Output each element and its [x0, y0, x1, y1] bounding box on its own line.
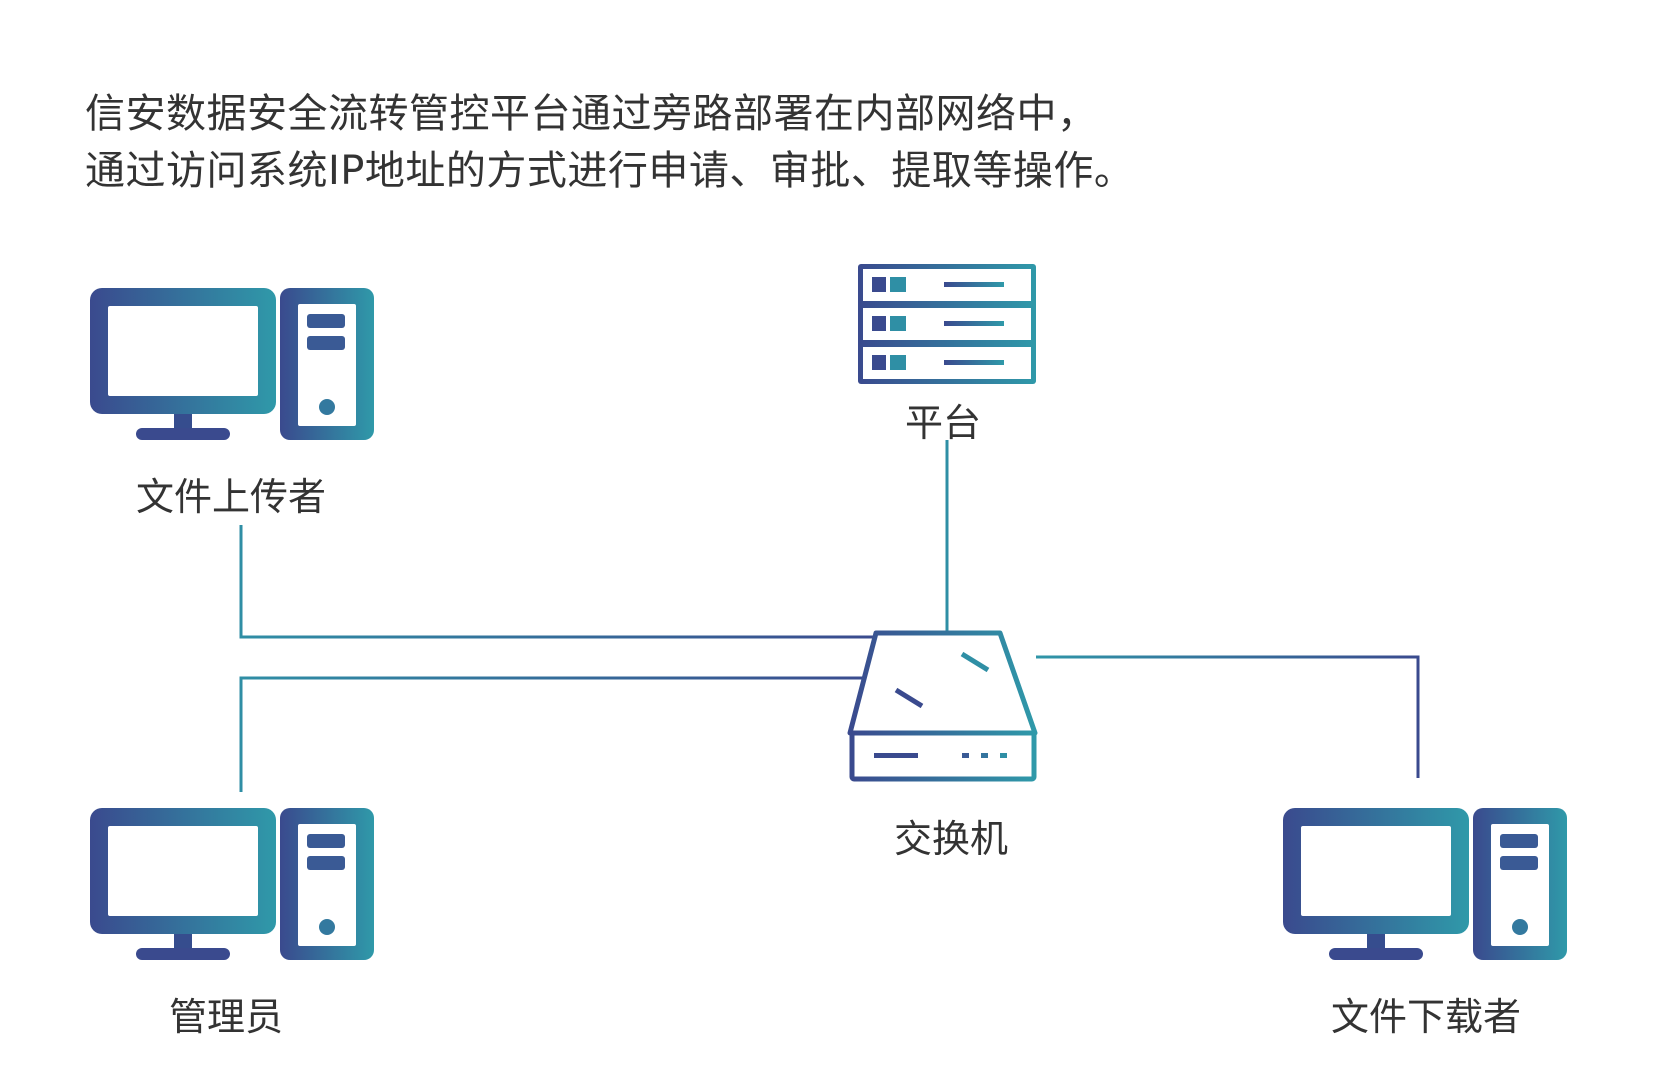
- admin-switch-link: [239, 676, 870, 792]
- description-line-2: 通过访问系统IP地址的方式进行申请、审批、提取等操作。: [85, 148, 1135, 194]
- connection-lines: [239, 440, 1420, 792]
- platform-label: 平台: [904, 401, 982, 445]
- description-line-1: 信安数据安全流转管控平台通过旁路部署在内部网络中，: [85, 91, 1098, 137]
- uploader-label: 文件上传者: [135, 475, 327, 519]
- admin-label: 管理员: [168, 995, 284, 1039]
- downloader-computer-icon: [1283, 808, 1567, 960]
- platform-server-icon: [858, 264, 1036, 384]
- uploader-computer-icon: [90, 288, 374, 440]
- downloader-switch-link: [1036, 655, 1420, 778]
- description-text: 信安数据安全流转管控平台通过旁路部署在内部网络中， 通过访问系统IP地址的方式进…: [85, 86, 1285, 200]
- admin-computer-icon: [90, 808, 374, 960]
- uploader-switch-link: [239, 525, 876, 639]
- downloader-label: 文件下载者: [1330, 995, 1522, 1039]
- switch-icon: [847, 630, 1038, 782]
- switch-label: 交换机: [893, 817, 1009, 861]
